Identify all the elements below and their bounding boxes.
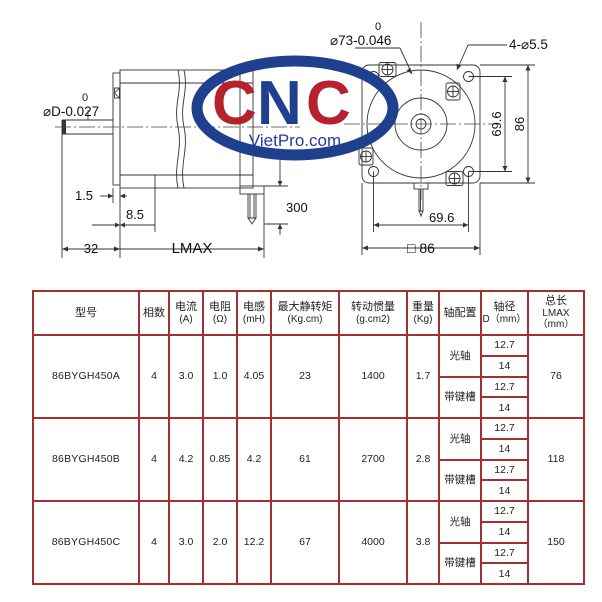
dim-shaft-length: 32 [84,241,98,256]
dim-lead-length: 300 [286,200,308,215]
cell-rotor-inertia: 1400 [338,334,408,419]
cell-phases: 4 [138,334,170,419]
dim-body-length: LMAX [172,240,213,257]
cell-holding-torque: 23 [270,334,340,419]
specification-table: 型号 相数 电流 (A) 电阻 (Ω) 电感 (mH) 最大 [32,290,585,585]
cell-shaft-diameter: 14 [480,562,529,585]
mount-holes-label: 4-⌀5.5 [509,37,548,52]
table-row: 14 [33,479,584,502]
cell-model: 86BYGH450C [32,500,140,585]
dim-bolt-circle-vertical: 69.6 [489,111,504,136]
cell-shaft-diameter: 12.7 [480,375,529,399]
cell-shaft-type: 光轴 [438,500,482,544]
table-row: 86BYGH450C 4 3.0 2.0 12.2 67 4000 3.8 光轴… [32,500,585,585]
cell-resistance: 0.85 [202,417,238,502]
header-current: 电流 (A) [168,290,204,336]
table-row: 14 [33,520,584,544]
cell-current: 3.0 [168,334,204,419]
cell-holding-torque: 67 [270,500,340,585]
header-rotor-inertia: 转动惯量 (g.cm2) [338,290,408,336]
table-row: 14 [33,354,584,378]
header-holding-torque: 最大静转矩 (Kg.cm) [270,290,340,336]
cell-current: 3.0 [168,500,204,585]
cell-current: 4.2 [168,417,204,502]
cell-inductance: 4.05 [236,334,272,419]
cell-shaft-type: 光轴 [438,334,482,378]
header-weight: 重量 (Kg) [406,290,440,336]
cell-shaft-type: 光轴 [438,417,482,461]
table-row: 带键槽 12.7 [33,541,584,585]
table-row: 带键槽 12.7 [33,375,584,419]
cell-shaft-type: 带键槽 [438,375,482,419]
cell-shaft-diameter: 12.7 [480,458,529,482]
table-row: 14 [33,396,584,419]
cell-shaft-type: 带键槽 [438,458,482,502]
cell-rotor-inertia: 4000 [338,500,408,585]
header-total-length: 总长 LMAX（mm） [527,290,585,336]
cell-total-length: 118 [527,417,585,502]
table-row: 带键槽 12.7 [33,458,584,502]
cell-total-length: 76 [527,334,585,419]
table-row: 86BYGH450A 4 3.0 1.0 4.05 23 1400 1.7 光轴… [32,334,585,419]
cell-shaft-diameter: 12.7 [480,334,529,357]
cell-inductance: 12.2 [236,500,272,585]
pilot-tolerance-upper: 0 [375,21,381,33]
dim-flange: 1.5 [75,188,93,203]
cell-shaft-diameter: 14 [480,479,529,502]
dim-body-height: 86 [512,117,527,131]
cell-shaft-diameter: 12.7 [480,500,529,523]
table-row: 86BYGH450B 4 4.2 0.85 4.2 61 2700 2.8 光轴… [32,417,585,502]
cell-shaft-type: 带键槽 [438,541,482,585]
cell-shaft-diameter: 14 [480,354,529,378]
cell-shaft-diameter: 14 [480,437,529,461]
cell-inductance: 4.2 [236,417,272,502]
shaft-tolerance-upper: 0 [82,92,88,104]
cell-rotor-inertia: 2700 [338,417,408,502]
dim-shaft-flat: 8.5 [126,207,144,222]
header-phases: 相数 [138,290,170,336]
dim-body-square: □ 86 [407,240,435,256]
cell-phases: 4 [138,500,170,585]
table-row: 14 [33,562,584,585]
cell-weight: 1.7 [406,334,440,419]
cell-shaft-diameter: 12.7 [480,417,529,440]
cell-shaft-diameter: 14 [480,520,529,544]
dim-bolt-circle-horizontal: 69.6 [429,210,454,225]
header-resistance: 电阻 (Ω) [202,290,238,336]
cell-weight: 2.8 [406,417,440,502]
table-body: 86BYGH450A 4 3.0 1.0 4.05 23 1400 1.7 光轴… [32,334,585,585]
cell-resistance: 2.0 [202,500,238,585]
header-shaft-config: 轴配置 [438,290,482,336]
header-shaft-diameter: 轴径 D（mm） [480,290,529,336]
table-header-row: 型号 相数 电流 (A) 电阻 (Ω) 电感 (mH) 最大 [32,290,585,336]
cell-shaft-diameter: 12.7 [480,541,529,565]
cell-holding-torque: 61 [270,417,340,502]
table-row: 14 [33,437,584,461]
cell-resistance: 1.0 [202,334,238,419]
cell-weight: 3.8 [406,500,440,585]
shaft-diameter-label: ⌀D-0.027 [43,104,99,119]
header-model: 型号 [32,290,140,336]
technical-drawing: 0 ⌀D-0.027 1.5 8.5 32 LMAX 300 0 ⌀73-0.0… [0,0,602,282]
cell-model: 86BYGH450A [32,334,140,419]
header-inductance: 电感 (mH) [236,290,272,336]
cell-shaft-diameter: 14 [480,396,529,419]
cell-model: 86BYGH450B [32,417,140,502]
cell-total-length: 150 [527,500,585,585]
pilot-diameter-label: ⌀73-0.046 [330,33,391,48]
cell-phases: 4 [138,417,170,502]
